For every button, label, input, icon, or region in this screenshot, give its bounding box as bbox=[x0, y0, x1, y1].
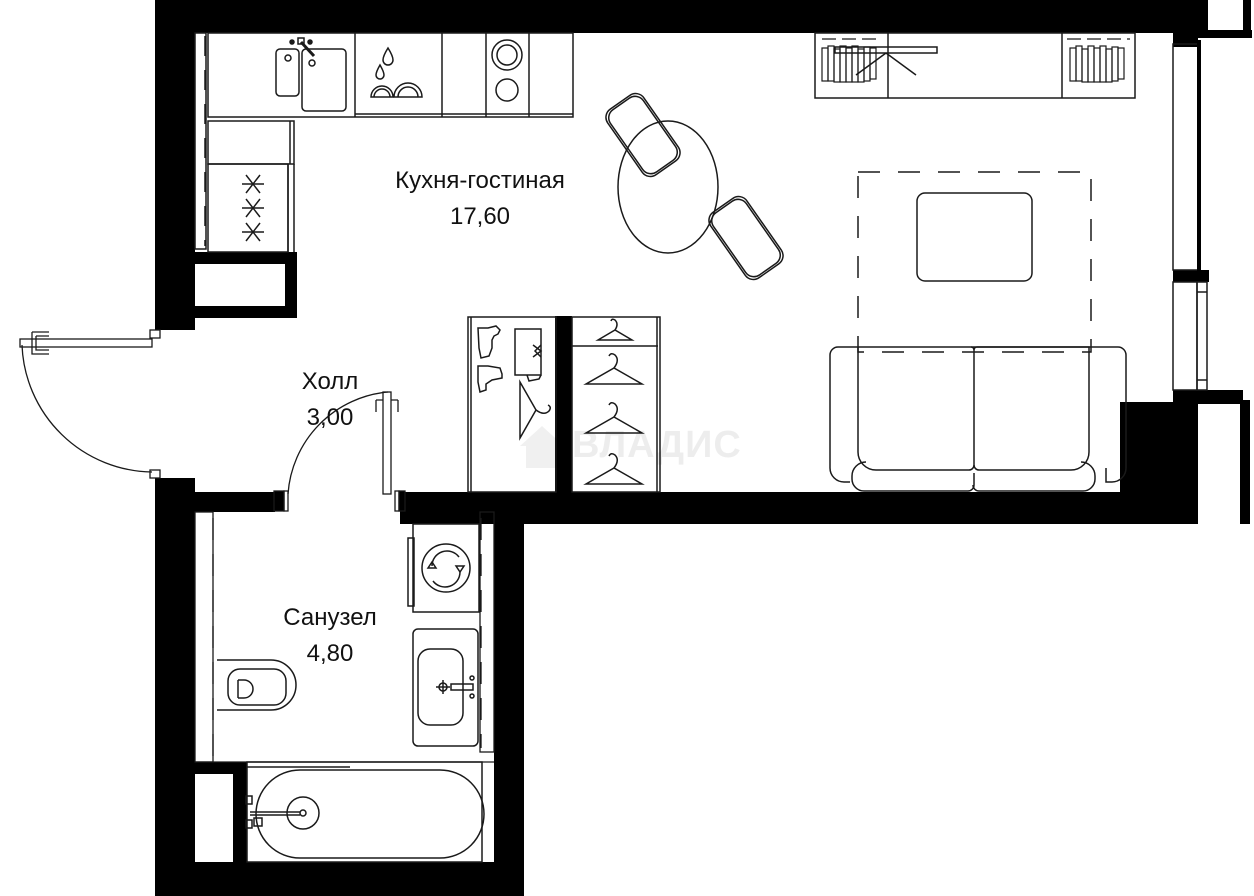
stove-icon bbox=[242, 174, 264, 242]
bathtub-icon bbox=[246, 761, 485, 863]
room-area: 17,60 bbox=[449, 203, 511, 230]
kitchen-counter bbox=[194, 32, 574, 253]
chair-icon bbox=[605, 92, 784, 281]
room-name: Кухня-гостиная bbox=[395, 167, 565, 194]
hob-icon bbox=[491, 39, 523, 102]
washbasin-icon bbox=[412, 628, 479, 747]
dining-table-icon bbox=[617, 120, 719, 254]
toilet-icon bbox=[217, 659, 297, 711]
room-label-bathroom: Санузел 4,80 bbox=[260, 600, 400, 672]
tv-stand-icon bbox=[814, 32, 1136, 99]
room-name: Холл bbox=[301, 368, 359, 395]
coffee-table-icon bbox=[916, 192, 1033, 282]
room-area: 3,00 bbox=[306, 404, 354, 431]
dishwasher-icon bbox=[370, 46, 423, 98]
sofa-icon bbox=[829, 346, 1127, 492]
watermark-logo-icon bbox=[520, 426, 564, 468]
interior-door-icon bbox=[273, 391, 406, 512]
room-label-hall: Холл 3,00 bbox=[270, 364, 390, 436]
washing-machine-icon bbox=[407, 523, 480, 613]
bathroom-walls-lining bbox=[194, 511, 495, 763]
walls bbox=[155, 0, 1252, 896]
sink-icon bbox=[275, 37, 347, 112]
wardrobe-icon bbox=[467, 316, 661, 493]
shoes-icon bbox=[477, 325, 543, 393]
shower-icon bbox=[245, 795, 320, 830]
rug-icon bbox=[857, 171, 1092, 353]
room-area: 4,80 bbox=[306, 640, 354, 667]
room-label-kitchen-living: Кухня-гостиная 17,60 bbox=[370, 163, 590, 235]
watermark: ВЛАДИС bbox=[572, 424, 742, 466]
entrance-door-icon bbox=[19, 329, 161, 479]
window-right bbox=[1172, 40, 1208, 391]
room-name: Санузел bbox=[283, 604, 377, 631]
hanger-icon bbox=[519, 318, 645, 485]
fridge-icon bbox=[197, 264, 285, 306]
bookshelf-icon bbox=[821, 38, 1130, 83]
